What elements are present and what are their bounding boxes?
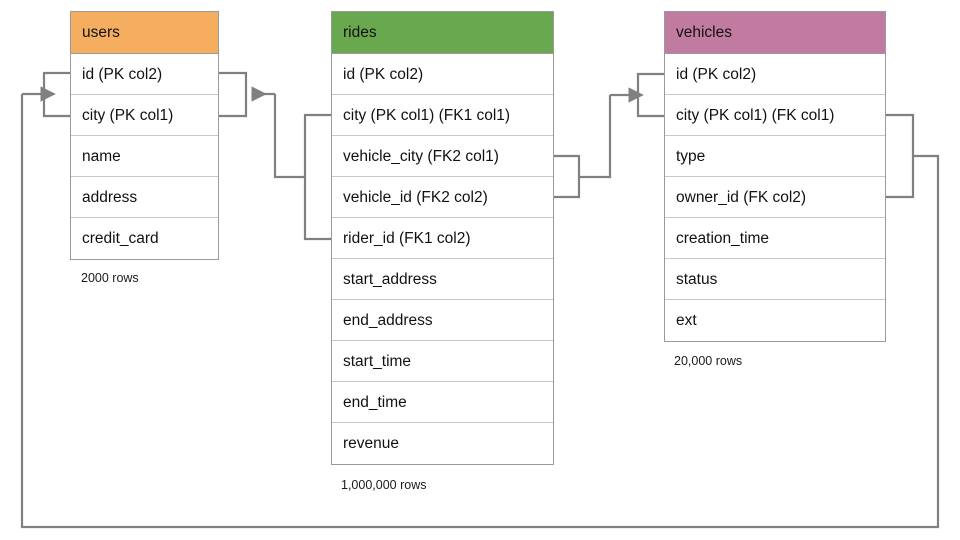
table-rides-field-rider-id[interactable]: rider_id (FK1 col2) [332, 218, 553, 259]
table-users[interactable]: users id (PK col2) city (PK col1) name a… [70, 11, 219, 260]
table-rides-field-end-address[interactable]: end_address [332, 300, 553, 341]
table-rides-field-city[interactable]: city (PK col1) (FK1 col1) [332, 95, 553, 136]
table-users-field-id[interactable]: id (PK col2) [71, 54, 218, 95]
edge-users-target-bracket [219, 71, 248, 118]
table-users-title: users [71, 12, 218, 54]
table-rides-field-vehicle-city[interactable]: vehicle_city (FK2 col1) [332, 136, 553, 177]
table-vehicles-field-type[interactable]: type [665, 136, 885, 177]
table-vehicles[interactable]: vehicles id (PK col2) city (PK col1) (FK… [664, 11, 886, 342]
table-users-field-city[interactable]: city (PK col1) [71, 95, 218, 136]
edge-rides-fk1-elbow [273, 94, 305, 179]
table-users-field-name[interactable]: name [71, 136, 218, 177]
table-rides[interactable]: rides id (PK col2) city (PK col1) (FK1 c… [331, 11, 554, 465]
table-vehicles-field-city[interactable]: city (PK col1) (FK col1) [665, 95, 885, 136]
table-rides-row-count: 1,000,000 rows [341, 478, 427, 492]
table-vehicles-field-id[interactable]: id (PK col2) [665, 54, 885, 95]
table-users-field-credit-card[interactable]: credit_card [71, 218, 218, 259]
edge-vehicles-target-bracket [636, 72, 664, 118]
table-rides-field-vehicle-id[interactable]: vehicle_id (FK2 col2) [332, 177, 553, 218]
table-vehicles-row-count: 20,000 rows [674, 354, 743, 368]
edge-rides-fk2-elbow [579, 95, 612, 179]
table-rides-field-start-time[interactable]: start_time [332, 341, 553, 382]
edge-rides-fk1-bracket [303, 113, 331, 241]
table-vehicles-field-status[interactable]: status [665, 259, 885, 300]
table-rides-field-end-time[interactable]: end_time [332, 382, 553, 423]
table-users-field-address[interactable]: address [71, 177, 218, 218]
edge-vehicles-fk-bracket [886, 113, 915, 199]
table-vehicles-field-creation-time[interactable]: creation_time [665, 218, 885, 259]
table-rides-title: rides [332, 12, 553, 54]
table-users-row-count: 2000 rows [81, 271, 139, 285]
table-rides-field-start-address[interactable]: start_address [332, 259, 553, 300]
table-vehicles-title: vehicles [665, 12, 885, 54]
table-vehicles-field-ext[interactable]: ext [665, 300, 885, 341]
table-rides-field-id[interactable]: id (PK col2) [332, 54, 553, 95]
edge-users-left-bracket [42, 71, 70, 118]
table-rides-field-revenue[interactable]: revenue [332, 423, 553, 464]
edge-rides-fk2-bracket [554, 154, 581, 199]
table-vehicles-field-owner-id[interactable]: owner_id (FK col2) [665, 177, 885, 218]
